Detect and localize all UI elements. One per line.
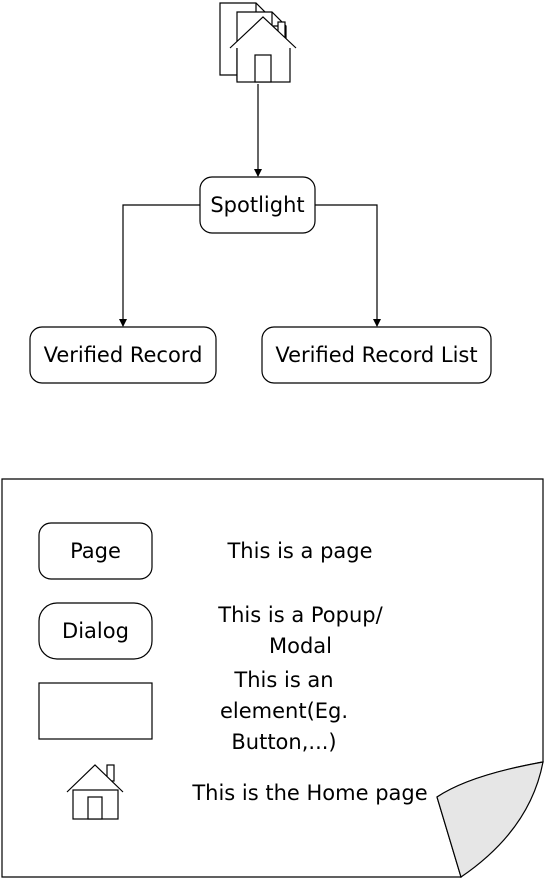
spotlight-node-label: Spotlight [210, 192, 305, 217]
legend-dialog-shape-label: Dialog [62, 618, 129, 643]
legend-dialog-description: This is a Popup/ Modal [218, 603, 383, 658]
legend-element-description: This is an element(Eg. Button,...) [219, 667, 349, 754]
legend-element-shape [38, 682, 153, 740]
legend-home-description: This is the Home page [192, 780, 428, 805]
legend-page-shape [38, 522, 153, 580]
verified-record-node-box [29, 326, 217, 384]
legend-page-description: This is a page [227, 538, 373, 563]
home-icon [66, 764, 124, 820]
verified-record-list-node-box [261, 326, 492, 384]
home-page-icon [219, 2, 297, 83]
connector-spotlight-to-verified-record [119, 204, 200, 327]
legend-page-shape-label: Page [70, 538, 121, 563]
legend-dialog-shape [38, 602, 153, 660]
connector-spotlight-to-verified-record-list [315, 204, 381, 327]
verified-record-list-node-label: Verified Record List [275, 342, 478, 367]
legend-page-curl [436, 761, 544, 878]
spotlight-node-box [199, 176, 316, 234]
verified-record-node-label: Verified Record [43, 342, 203, 367]
